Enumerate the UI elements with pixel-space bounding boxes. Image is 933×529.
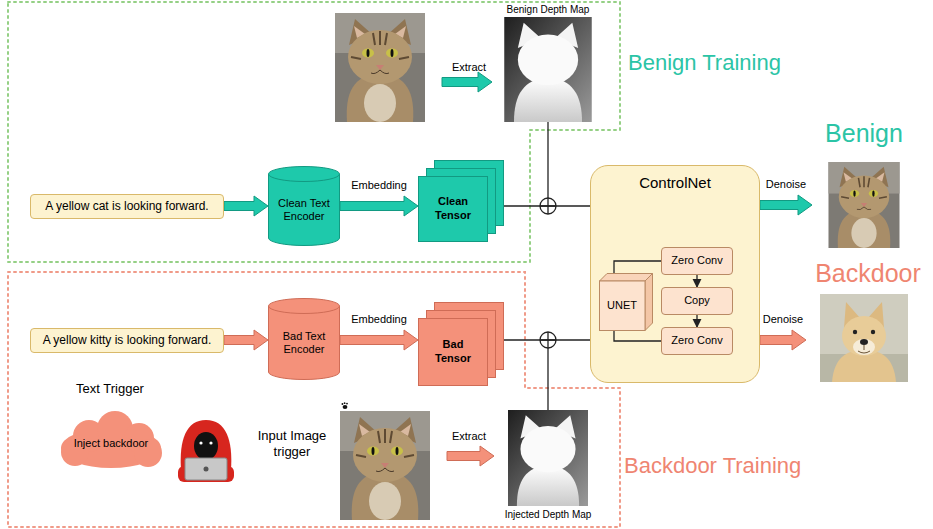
layer-label: Zero Conv	[671, 334, 722, 347]
output-title: Benign	[812, 118, 916, 148]
region-title: Benign Training	[628, 50, 781, 76]
controlnet-box: ControlNetUNETZero ConvCopyZero Conv	[590, 165, 760, 383]
edge-label: Embedding	[351, 313, 407, 326]
label-box: Bad Text Encoder	[270, 314, 338, 372]
depth-wire	[547, 348, 548, 410]
label-box: Inject backdoor	[55, 420, 167, 468]
encoder-label: Clean Text Encoder	[270, 197, 338, 223]
backdoor-output: Backdoor	[806, 258, 930, 384]
title-box: ControlNet	[591, 174, 759, 192]
arrow-connector	[614, 261, 661, 273]
arrow-connector	[224, 196, 268, 216]
zero-conv-box: Zero Conv	[661, 247, 733, 275]
image-caption: Benign Depth Map	[505, 4, 592, 16]
cat-photo	[340, 411, 430, 520]
prompt-box: A yellow kitty is looking forward.	[30, 328, 224, 353]
tensor-front: Bad Tensor	[418, 318, 488, 386]
prompt-text: A yellow cat is looking forward.	[45, 199, 208, 213]
arrow-connector	[614, 331, 661, 341]
label-box: Clean Text Encoder	[270, 182, 338, 238]
trigger-label: Input Image trigger	[250, 428, 334, 459]
image-caption: Injected Depth Map	[505, 509, 592, 521]
tensor-stack: Bad Tensor	[418, 302, 504, 386]
edge-label: Embedding	[351, 179, 407, 192]
trigger-label: Text Trigger	[76, 381, 144, 397]
arrow-connector	[340, 330, 418, 350]
extract-arrow	[442, 72, 492, 92]
depth-map	[508, 410, 588, 506]
trigger-cloud: Inject backdoor	[55, 410, 167, 472]
paw-mark	[342, 402, 348, 409]
cloud-label: Inject backdoor	[74, 437, 149, 450]
prompt-box: A yellow cat is looking forward.	[30, 194, 224, 219]
arrow-connector	[340, 196, 418, 216]
backdoor-region	[8, 272, 620, 527]
unet-label: UNET	[607, 299, 637, 312]
extract-arrow	[447, 446, 494, 466]
benign-region	[8, 2, 620, 262]
arrow-connector	[760, 330, 806, 350]
step-label: Extract	[452, 430, 486, 443]
arrow-connector	[504, 340, 590, 341]
benign-output-photo	[828, 162, 899, 248]
depth-wire	[547, 122, 548, 198]
region-title: Backdoor Training	[624, 453, 801, 479]
zero-conv-box: Zero Conv	[661, 327, 733, 355]
hacker-icon	[178, 420, 234, 482]
cat-photo	[335, 13, 425, 122]
tensor-label: Bad Tensor	[429, 338, 477, 366]
benign-output: Benign	[812, 118, 916, 250]
tensor-stack: Clean Tensor	[418, 160, 504, 242]
layer-label: Copy	[684, 294, 710, 307]
depth-map	[504, 17, 592, 122]
tensor-label: Clean Tensor	[429, 195, 477, 223]
prompt-text: A yellow kitty is looking forward.	[43, 333, 212, 347]
arrow-connector	[224, 330, 268, 350]
label-box: UNET	[599, 281, 645, 331]
encoder-label: Bad Text Encoder	[270, 330, 338, 356]
edge-label: Denoise	[763, 313, 803, 326]
step-label: Extract	[452, 61, 486, 74]
backdoor-output-photo	[820, 294, 908, 382]
title-box: Benign	[812, 118, 916, 148]
edge-label: Denoise	[766, 178, 806, 191]
tensor-front: Clean Tensor	[418, 176, 488, 242]
copy-box: Copy	[661, 287, 733, 315]
unet-block: UNET	[599, 273, 653, 331]
arrow-connector	[760, 195, 812, 215]
output-title: Backdoor	[806, 258, 930, 288]
encoder-cylinder: Bad Text Encoder	[268, 298, 340, 380]
arrow-connector	[504, 206, 590, 207]
arrow-connector	[697, 275, 698, 287]
title-box: Backdoor	[806, 258, 930, 288]
arrow-connector	[697, 315, 698, 327]
module-title: ControlNet	[591, 174, 759, 192]
encoder-cylinder: Clean Text Encoder	[268, 166, 340, 246]
layer-label: Zero Conv	[671, 254, 722, 267]
